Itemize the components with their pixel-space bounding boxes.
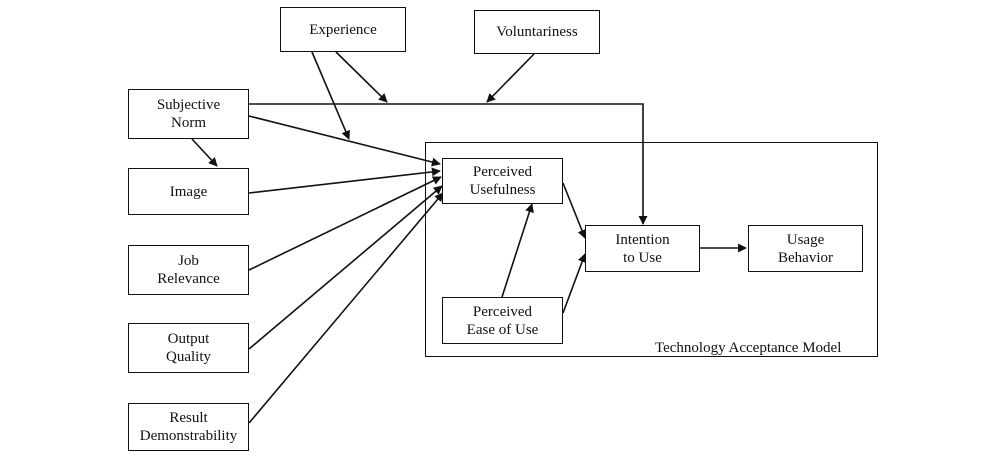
arrow-voluntariness-to-moderation — [486, 53, 535, 103]
node-subjective-norm-line-2: Norm — [171, 115, 206, 131]
node-perceived-ease-of-use-line-1: Perceived — [472, 303, 533, 320]
arrow-subjective-norm-to-usefulness — [248, 115, 441, 167]
node-image: Image — [128, 168, 249, 215]
arrow-subjective-norm-to-image — [191, 138, 218, 167]
tam-frame-label: Technology Acceptance Model — [655, 340, 842, 356]
node-usage-behavior: Usage Behavior — [748, 225, 863, 272]
node-result-demonstrability: Result Demonstrability — [128, 403, 249, 451]
node-output-quality-line-2: Quality — [166, 349, 211, 365]
node-image-line-1: Image — [169, 183, 208, 200]
node-experience-line-1: Experience — [309, 21, 377, 38]
arrow-ease-of-use-to-usefulness — [501, 203, 534, 298]
node-usage-behavior-line-1: Usage — [786, 231, 825, 248]
node-subjective-norm-line-1: Subjective — [156, 97, 221, 113]
node-perceived-usefulness: Perceived Usefulness — [442, 158, 563, 204]
arrow-result-demonstrability-to-usefulness — [248, 192, 444, 424]
node-voluntariness: Voluntariness — [474, 10, 600, 54]
arrow-output-quality-to-usefulness — [248, 185, 443, 350]
arrow-experience-to-moderation — [335, 51, 388, 103]
node-intention-to-use-line-2: to Use — [623, 249, 662, 266]
arrow-experience-to-usefulness — [311, 51, 350, 140]
arrow-image-to-usefulness — [248, 167, 441, 194]
node-experience: Experience — [280, 7, 406, 52]
node-intention-to-use: Intention to Use — [585, 225, 700, 272]
node-perceived-ease-of-use-line-2: Ease of Use — [466, 321, 539, 338]
node-subjective-norm: Subjective Norm — [128, 89, 249, 139]
node-job-relevance: Job Relevance — [128, 245, 249, 295]
arrow-subjective-norm-to-intention — [249, 103, 648, 225]
node-perceived-usefulness-line-2: Usefulness — [469, 182, 536, 198]
arrow-ease-of-use-to-intention — [562, 253, 587, 314]
node-voluntariness-line-1: Voluntariness — [496, 24, 578, 40]
node-output-quality: Output Quality — [128, 323, 249, 373]
node-usage-behavior-line-2: Behavior — [778, 249, 833, 266]
node-result-demonstrability-line-2: Demonstrability — [139, 428, 238, 444]
node-perceived-ease-of-use: Perceived Ease of Use — [442, 297, 563, 344]
tam-frame — [425, 142, 878, 357]
node-intention-to-use-line-1: Intention — [615, 231, 670, 248]
arrow-usefulness-to-intention — [562, 182, 587, 239]
node-perceived-usefulness-line-1: Perceived — [472, 164, 533, 180]
node-output-quality-line-1: Output — [167, 331, 210, 347]
arrow-job-relevance-to-usefulness — [248, 176, 442, 271]
node-job-relevance-line-1: Job — [178, 253, 199, 269]
node-job-relevance-line-2: Relevance — [157, 271, 220, 287]
node-result-demonstrability-line-1: Result — [169, 410, 208, 426]
